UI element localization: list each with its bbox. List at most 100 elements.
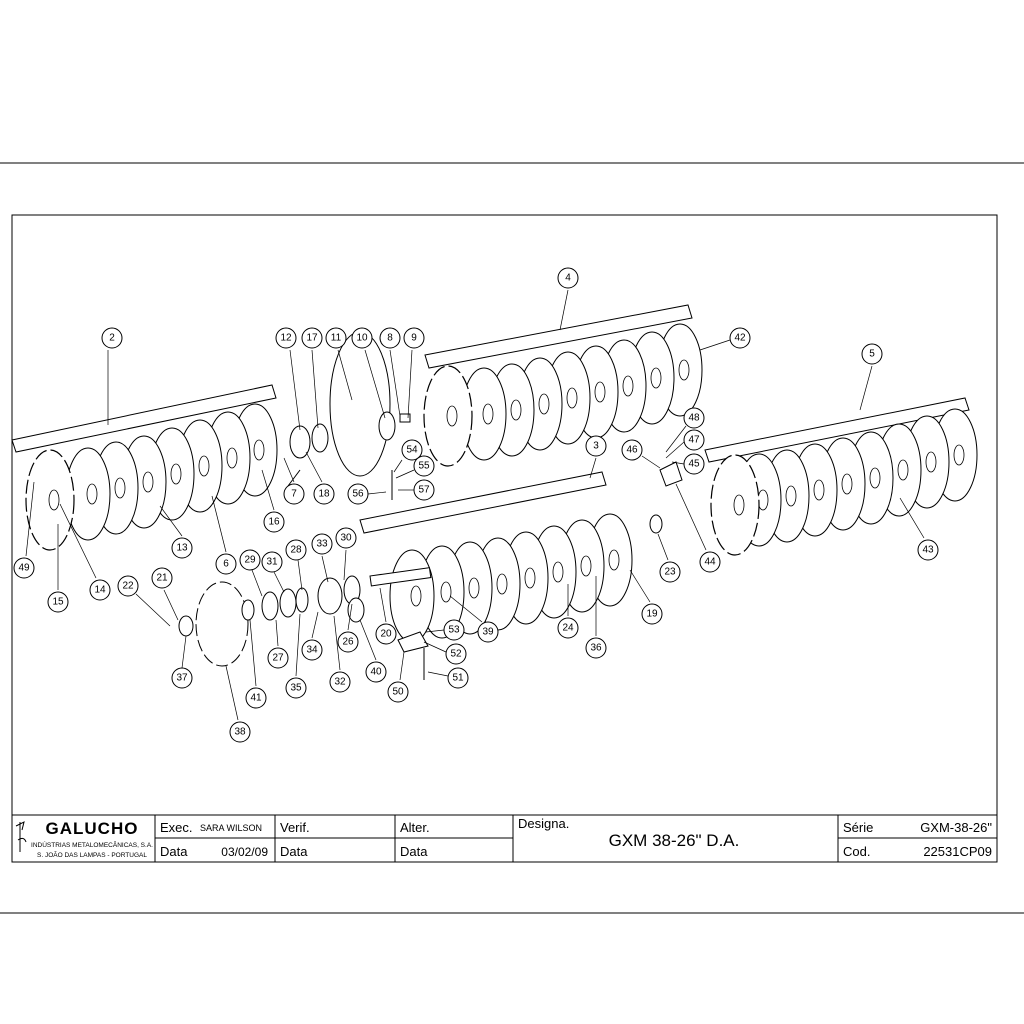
callout-23[interactable]: 23 xyxy=(657,533,681,583)
callout-34[interactable]: 34 xyxy=(301,611,323,661)
callout-39[interactable]: 39 xyxy=(449,595,499,643)
disc-gang-left xyxy=(11,384,278,551)
callout-24[interactable]: 24 xyxy=(557,584,579,639)
date-label-verif: Data xyxy=(280,844,308,859)
svg-text:24: 24 xyxy=(562,623,574,634)
callout-46[interactable]: 46 xyxy=(621,439,661,469)
svg-text:36: 36 xyxy=(590,643,602,654)
callout-10[interactable]: 10 xyxy=(351,327,386,419)
callout-48[interactable]: 48 xyxy=(665,407,705,453)
svg-text:37: 37 xyxy=(176,673,188,684)
callout-57[interactable]: 57 xyxy=(398,479,435,501)
callout-28[interactable]: 28 xyxy=(285,539,307,591)
callout-3[interactable]: 3 xyxy=(585,435,607,479)
svg-text:43: 43 xyxy=(922,545,934,556)
callout-33[interactable]: 33 xyxy=(311,533,333,583)
svg-text:45: 45 xyxy=(688,459,700,470)
callout-54[interactable]: 54 xyxy=(393,439,423,473)
svg-text:48: 48 xyxy=(688,413,700,424)
callout-2[interactable]: 2 xyxy=(101,327,123,425)
callout-26[interactable]: 26 xyxy=(337,603,359,653)
svg-text:15: 15 xyxy=(52,597,64,608)
callout-30[interactable]: 30 xyxy=(335,527,357,581)
verif-label: Verif. xyxy=(280,820,310,835)
callout-43[interactable]: 43 xyxy=(899,497,939,561)
svg-text:3: 3 xyxy=(593,441,599,452)
svg-text:16: 16 xyxy=(268,517,280,528)
callout-16[interactable]: 16 xyxy=(261,469,285,533)
svg-text:35: 35 xyxy=(290,683,302,694)
part-callouts: 2 12 17 11 10 8 9 4 42 5 3 7 18 16 13 6 … xyxy=(13,267,939,743)
company-logo: GALUCHO INDÚSTRIAS METALOMECÂNICAS, S.A.… xyxy=(15,819,153,859)
disc-gang-right xyxy=(704,397,978,556)
callout-12[interactable]: 12 xyxy=(275,327,301,431)
cod-label: Cod. xyxy=(843,844,870,859)
callout-20[interactable]: 20 xyxy=(375,587,397,645)
svg-text:23: 23 xyxy=(664,567,676,578)
callout-7[interactable]: 7 xyxy=(283,457,305,505)
svg-text:18: 18 xyxy=(318,489,330,500)
callout-6[interactable]: 6 xyxy=(211,495,237,575)
designa-label: Designa. xyxy=(518,816,569,831)
callout-32[interactable]: 32 xyxy=(329,615,351,693)
callout-38[interactable]: 38 xyxy=(225,665,251,743)
svg-text:31: 31 xyxy=(266,557,278,568)
svg-text:38: 38 xyxy=(234,727,246,738)
svg-text:53: 53 xyxy=(448,625,460,636)
callout-4[interactable]: 4 xyxy=(557,267,579,331)
date-label-exec: Data xyxy=(160,844,188,859)
callout-9[interactable]: 9 xyxy=(403,327,425,419)
callout-15[interactable]: 15 xyxy=(47,524,69,613)
svg-text:7: 7 xyxy=(291,489,297,500)
callout-51[interactable]: 51 xyxy=(427,667,469,689)
svg-text:13: 13 xyxy=(176,543,188,554)
callout-18[interactable]: 18 xyxy=(305,451,335,505)
date-label-alter: Data xyxy=(400,844,428,859)
callout-52[interactable]: 52 xyxy=(423,641,467,665)
svg-text:39: 39 xyxy=(482,627,494,638)
callout-49[interactable]: 49 xyxy=(13,481,35,579)
svg-text:57: 57 xyxy=(418,485,430,496)
callout-41[interactable]: 41 xyxy=(245,619,267,709)
svg-text:46: 46 xyxy=(626,445,638,456)
callout-45[interactable]: 45 xyxy=(671,453,705,475)
callout-19[interactable]: 19 xyxy=(629,569,663,625)
callout-31[interactable]: 31 xyxy=(261,551,285,593)
svg-text:22: 22 xyxy=(122,581,134,592)
callout-55[interactable]: 55 xyxy=(395,455,435,479)
callout-50[interactable]: 50 xyxy=(387,651,409,703)
svg-text:54: 54 xyxy=(406,445,418,456)
callout-44[interactable]: 44 xyxy=(675,483,721,573)
exec-label: Exec. xyxy=(160,820,193,835)
callout-8[interactable]: 8 xyxy=(379,327,401,417)
svg-text:29: 29 xyxy=(244,555,256,566)
callout-36[interactable]: 36 xyxy=(585,576,607,659)
callout-56[interactable]: 56 xyxy=(347,483,387,505)
svg-text:27: 27 xyxy=(272,653,284,664)
callout-37[interactable]: 37 xyxy=(171,635,193,689)
serie-label: Série xyxy=(843,820,873,835)
svg-text:42: 42 xyxy=(734,333,746,344)
callout-29[interactable]: 29 xyxy=(239,549,263,597)
callout-14[interactable]: 14 xyxy=(59,503,111,601)
exploded-bearing-assembly xyxy=(178,331,683,680)
svg-text:47: 47 xyxy=(688,435,700,446)
callout-53[interactable]: 53 xyxy=(425,619,465,641)
callout-40[interactable]: 40 xyxy=(359,619,387,683)
callout-35[interactable]: 35 xyxy=(285,613,307,699)
callout-11[interactable]: 11 xyxy=(325,327,353,401)
callout-5[interactable]: 5 xyxy=(859,343,883,411)
callout-47[interactable]: 47 xyxy=(665,429,705,459)
callout-22[interactable]: 22 xyxy=(117,575,171,627)
cod-value: 22531CP09 xyxy=(923,844,992,859)
svg-text:50: 50 xyxy=(392,687,404,698)
callout-21[interactable]: 21 xyxy=(151,567,179,621)
disc-gang-top-center xyxy=(423,304,703,467)
rooster-icon xyxy=(15,821,27,852)
svg-text:56: 56 xyxy=(352,489,364,500)
callout-27[interactable]: 27 xyxy=(267,619,289,669)
callout-42[interactable]: 42 xyxy=(699,327,751,351)
callout-13[interactable]: 13 xyxy=(159,505,193,559)
callout-17[interactable]: 17 xyxy=(301,327,323,429)
